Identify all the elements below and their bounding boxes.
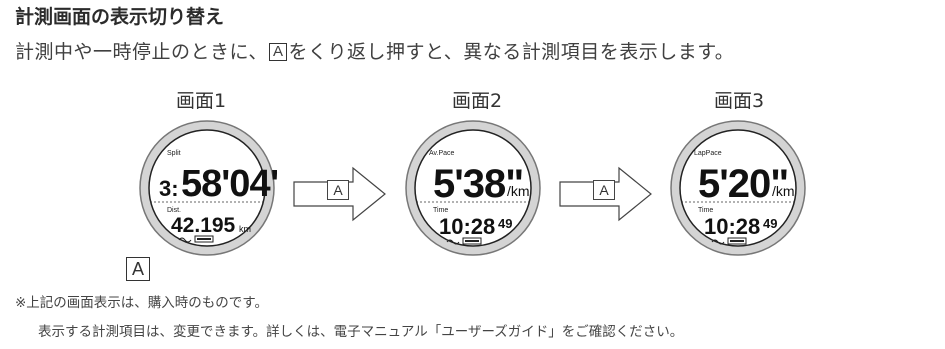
watch2-time-seconds: 49: [498, 216, 512, 231]
watch1-top-label: Split: [167, 150, 181, 157]
note-default-display: ※上記の画面表示は、購入時のものです。: [15, 295, 268, 311]
button-a-indicator: A: [126, 257, 150, 281]
arrow-1-button-a: A: [327, 180, 349, 200]
watch1-split-value: 58'04": [181, 163, 277, 205]
watch1-status-icons: [178, 235, 214, 243]
watch2-pace-value: 5'38": [433, 162, 523, 206]
intro-text-before: 計測中や一時停止のときに、: [15, 41, 268, 63]
screen-2-label: 画面2: [451, 90, 503, 112]
watch-screen-1: Split 3: 58'04" Dist. 42.195 km: [137, 118, 277, 258]
watch2-pace-unit: /km: [507, 183, 530, 199]
watch-screen-3: LapPace 5'20" /km Time 10:28 49: [668, 118, 808, 258]
watch3-pace-value: 5'20": [698, 162, 788, 206]
watch2-status-icons: [446, 237, 482, 245]
watch3-pace-unit: /km: [772, 183, 795, 199]
watch2-top-label: Av.Pace: [429, 150, 455, 157]
watch-screen-2: Av.Pace 5'38" /km Time 10:28 49: [403, 118, 543, 258]
screen-1-label: 画面1: [175, 90, 227, 112]
watch2-time-value: 10:28: [439, 214, 495, 239]
note-customize-items: 表示する計測項目は、変更できます。詳しくは、電子マニュアル「ユーザーズガイド」を…: [38, 324, 684, 340]
arrow-2-button-a: A: [593, 180, 615, 200]
watch3-top-label: LapPace: [694, 150, 722, 157]
watch3-time-value: 10:28: [704, 214, 760, 239]
watch2-bottom-label: Time: [433, 207, 448, 214]
screen-3-label: 画面3: [713, 90, 765, 112]
watch3-status-icons: [711, 237, 747, 245]
watch3-bottom-label: Time: [698, 207, 713, 214]
watch1-distance-unit: km: [239, 224, 251, 234]
watch1-bottom-label: Dist.: [167, 207, 181, 214]
section-title: 計測画面の表示切り替え: [15, 6, 225, 28]
watch1-distance-value: 42.195: [171, 214, 236, 237]
watch1-split-prefix: 3:: [159, 176, 179, 201]
button-a-key-inline: A: [268, 43, 288, 61]
intro-text-after: をくり返し押すと、異なる計測項目を表示します。: [288, 41, 735, 63]
watch3-time-seconds: 49: [763, 216, 777, 231]
